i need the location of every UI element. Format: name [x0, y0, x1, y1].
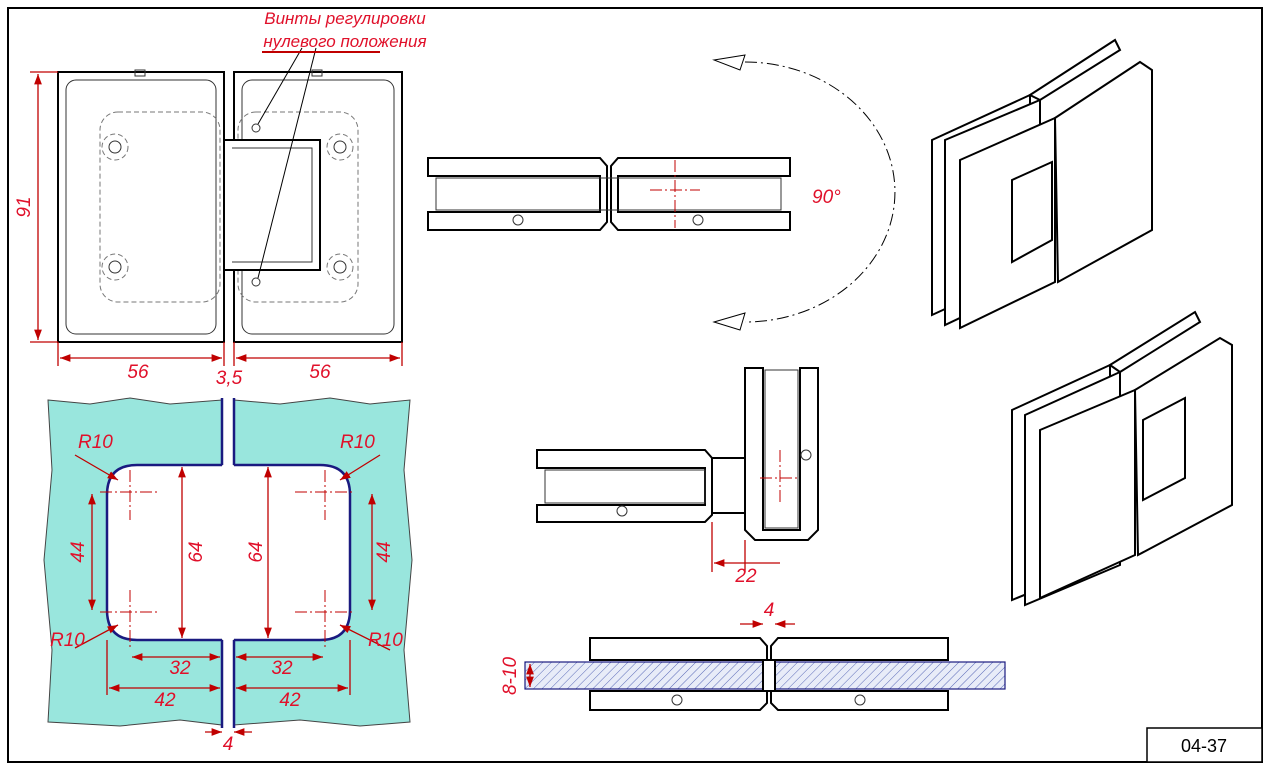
svg-text:32: 32 [271, 658, 293, 679]
svg-text:56: 56 [127, 362, 149, 383]
svg-text:4: 4 [764, 600, 775, 621]
height-dimension: 91 [14, 196, 35, 217]
svg-text:42: 42 [279, 690, 301, 711]
svg-text:64: 64 [186, 541, 207, 562]
svg-text:R10: R10 [340, 432, 375, 453]
svg-text:R10: R10 [78, 432, 113, 453]
adjustment-screws-note: Винты регулировки нулевого положения [262, 9, 427, 53]
svg-text:42: 42 [154, 690, 176, 711]
rotation-angle: 90° [812, 187, 841, 208]
svg-text:22: 22 [734, 566, 757, 587]
drawing-border [7, 7, 1263, 763]
svg-text:нулевого положения: нулевого положения [263, 32, 426, 51]
svg-text:R10: R10 [50, 630, 85, 651]
isometric-view-open [1011, 310, 1233, 607]
title-block: 04-37 [1146, 727, 1263, 763]
front-view-dimensions: 91 56 3,5 56 [14, 71, 403, 389]
svg-text:3,5: 3,5 [216, 368, 243, 389]
side-view-90: 22 [536, 367, 819, 587]
glass-cutout-view [43, 397, 413, 728]
svg-text:R10: R10 [368, 630, 403, 651]
svg-text:64: 64 [246, 541, 267, 562]
installed-glass-view: 4 8-10 [500, 600, 1006, 711]
svg-text:4: 4 [223, 734, 234, 755]
isometric-view-closed [931, 38, 1153, 330]
top-view: 90° [427, 54, 896, 331]
svg-text:8-10: 8-10 [500, 657, 521, 695]
svg-text:44: 44 [374, 541, 395, 562]
drawing-number: 04-37 [1181, 736, 1227, 756]
glass-cutout-dimensions: R10 R10 R10 R10 44 64 64 44 32 32 42 42 … [50, 432, 403, 755]
svg-text:44: 44 [68, 541, 89, 562]
svg-text:Винты регулировки: Винты регулировки [264, 9, 426, 28]
svg-text:32: 32 [169, 658, 191, 679]
front-view [57, 47, 403, 343]
svg-text:56: 56 [309, 362, 331, 383]
